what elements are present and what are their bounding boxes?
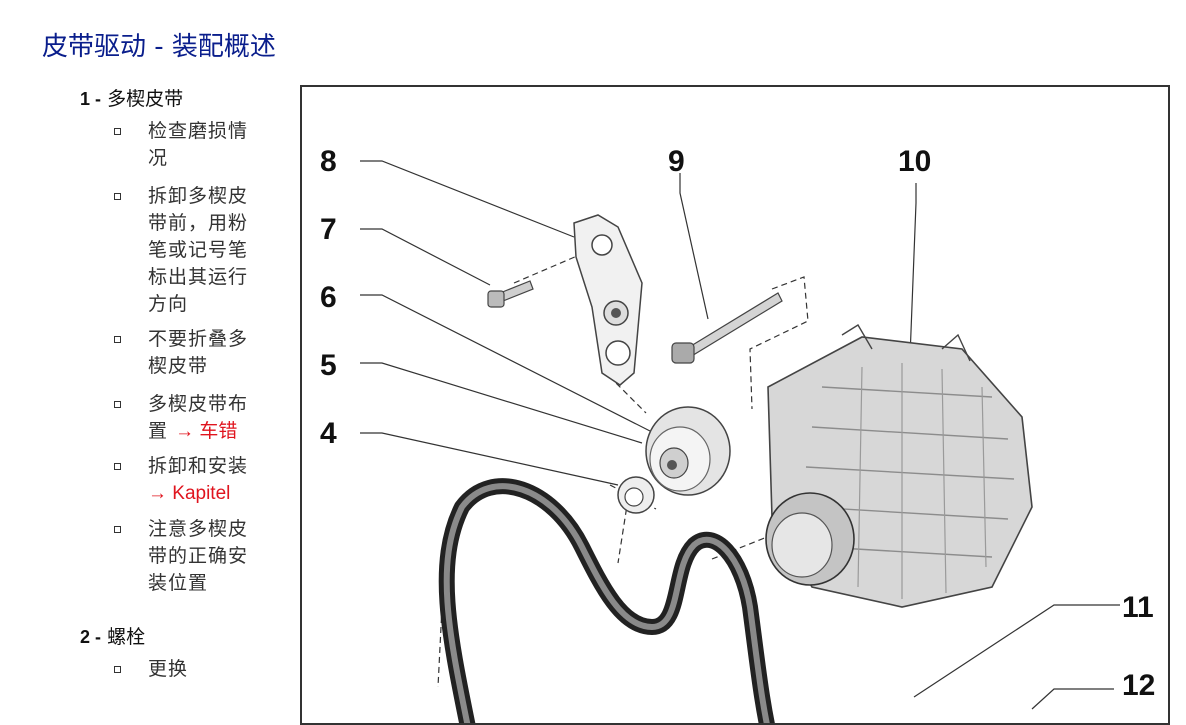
section-title: 多楔皮带 [107, 88, 184, 110]
section-heading-1: 1 - 多楔皮带 [80, 84, 183, 111]
section-number: 2 - [80, 627, 102, 647]
poly-v-belt [438, 478, 775, 723]
callout-6: 6 [320, 281, 337, 314]
section-title: 螺栓 [107, 626, 146, 648]
tensioner-pulley [617, 406, 731, 514]
callout-12: 12 [1122, 669, 1155, 702]
alternator [765, 324, 1033, 608]
page-title: 皮带驱动 - 装配概述 [42, 32, 276, 62]
legend-list: 1 - 多楔皮带 检查磨损情 况 拆卸多楔皮 带前，用粉 笔或记号笔 标出其运行… [0, 0, 300, 696]
bullet-icon [113, 193, 123, 203]
link-belt-routing[interactable]: → 车错 [175, 421, 238, 442]
list-item: 注意多楔皮 带的正确安 装位置 [148, 518, 249, 594]
bullet-icon [113, 666, 123, 676]
callout-10: 10 [898, 145, 931, 178]
callout-5: 5 [320, 349, 337, 382]
callout-11: 11 [1122, 591, 1154, 624]
list-item: 多楔皮带布 置 → 车错 [148, 393, 249, 442]
bullet-icon [113, 128, 123, 138]
section-heading-2: 2 - 螺栓 [80, 622, 145, 649]
list-item: 拆卸和安装 → Kapitel [148, 455, 249, 504]
bullet-icon [113, 463, 123, 473]
list-item: 检查磨损情 况 [148, 120, 249, 169]
bolt-long [671, 292, 783, 364]
assembly-illustration: 8 9 10 7 6 5 4 11 12 [300, 85, 1170, 725]
list-item: 不要折叠多 楔皮带 [148, 328, 249, 377]
callout-8: 8 [320, 145, 337, 178]
callout-4: 4 [320, 417, 337, 450]
list-item: 拆卸多楔皮 带前，用粉 笔或记号笔 标出其运行 方向 [148, 185, 249, 315]
bullet-icon [113, 401, 123, 411]
tensioner-bracket [573, 214, 643, 386]
bolt-short [487, 280, 534, 308]
link-kapitel[interactable]: → Kapitel [148, 483, 231, 504]
callout-9: 9 [668, 145, 685, 178]
bullet-icon [113, 336, 123, 346]
section-number: 1 - [80, 89, 102, 109]
bullet-icon [113, 526, 123, 536]
list-item: 更换 [148, 658, 189, 680]
callout-7: 7 [320, 213, 337, 246]
